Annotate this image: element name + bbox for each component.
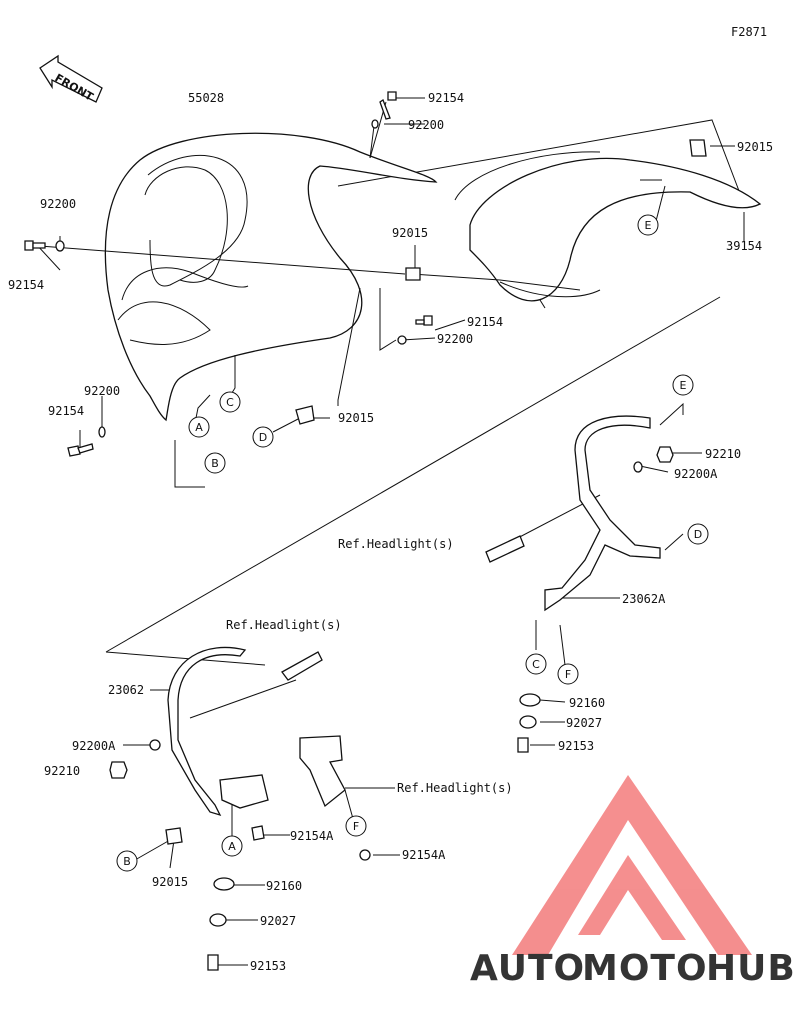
- part-number-label: 92160: [266, 879, 302, 893]
- callout-circle: C: [525, 653, 547, 675]
- part-number-label: 92200: [408, 118, 444, 132]
- callout-circle: E: [672, 374, 694, 396]
- part-number-label: 92154: [48, 404, 84, 418]
- part-labels: 55028 92154 92200 92015 92200 92154 9201…: [8, 91, 773, 973]
- svg-text:A: A: [228, 840, 236, 853]
- svg-text:D: D: [259, 431, 267, 444]
- svg-text:C: C: [532, 658, 540, 671]
- callout-circle: E: [637, 214, 659, 236]
- part-number-label: 92154: [8, 278, 44, 292]
- part-number-label: 92153: [558, 739, 594, 753]
- front-arrow-icon: FRONT: [39, 54, 103, 104]
- ref-headlight-label: Ref.Headlight(s): [397, 781, 513, 795]
- part-number-label: 92015: [338, 411, 374, 425]
- watermark-auto: AUTO: [470, 948, 585, 989]
- part-number-label: 92200A: [674, 467, 718, 481]
- figure-id: F2871: [731, 25, 767, 39]
- svg-text:D: D: [694, 528, 702, 541]
- automotohub-watermark: AUTO MOTO HUB: [470, 775, 796, 989]
- callout-circle: D: [687, 523, 709, 545]
- svg-text:C: C: [226, 396, 234, 409]
- part-number-label: 92200: [40, 197, 76, 211]
- part-number-label: 92200: [437, 332, 473, 346]
- part-number-label: 92154: [428, 91, 464, 105]
- callout-circle: D: [252, 426, 274, 448]
- part-number-label: 92154A: [290, 829, 334, 843]
- svg-text:B: B: [123, 855, 131, 868]
- hardware-parts: [24, 91, 707, 971]
- callout-circle: C: [219, 391, 241, 413]
- visor-39154: [454, 151, 762, 309]
- part-number-label: 23062: [108, 683, 144, 697]
- part-number-label: 92027: [260, 914, 296, 928]
- callout-circle: B: [204, 452, 226, 474]
- part-number-label: 92154: [467, 315, 503, 329]
- ref-headlight-label: Ref.Headlight(s): [226, 618, 342, 632]
- part-number-label: 92015: [392, 226, 428, 240]
- bracket-23062: [167, 646, 346, 817]
- svg-text:E: E: [680, 379, 687, 392]
- part-number-label: 55028: [188, 91, 224, 105]
- part-number-label: 92160: [569, 696, 605, 710]
- watermark-hub: HUB: [706, 948, 796, 989]
- svg-text:F: F: [353, 820, 359, 833]
- callout-circle: B: [116, 850, 138, 872]
- callout-circle: A: [188, 416, 210, 438]
- callout-circle: F: [557, 663, 579, 685]
- part-number-label: 92210: [705, 447, 741, 461]
- svg-text:A: A: [195, 421, 203, 434]
- part-number-label: 39154: [726, 239, 762, 253]
- assembly-plane-lines: [105, 119, 745, 666]
- part-number-label: 92015: [152, 875, 188, 889]
- svg-text:E: E: [645, 219, 652, 232]
- svg-text:F: F: [565, 668, 571, 681]
- part-number-label: 92154A: [402, 848, 446, 862]
- callout-circle: A: [221, 835, 243, 857]
- part-number-label: 92200: [84, 384, 120, 398]
- svg-text:B: B: [211, 457, 219, 470]
- part-number-label: 92210: [44, 764, 80, 778]
- bracket-23062A: [544, 415, 661, 612]
- part-number-label: 92015: [737, 140, 773, 154]
- callouts: A B C D E E D C F B A F: [116, 214, 709, 872]
- part-number-label: 92200A: [72, 739, 116, 753]
- ref-headlight-label: Ref.Headlight(s): [338, 537, 454, 551]
- watermark-logo-icon: [512, 775, 752, 955]
- part-number-label: 92027: [566, 716, 602, 730]
- part-number-label: 23062A: [622, 592, 666, 606]
- watermark-moto: MOTO: [582, 948, 708, 989]
- part-number-label: 92153: [250, 959, 286, 973]
- windshield-55028: [104, 132, 438, 422]
- leader-lines: [35, 97, 745, 966]
- callout-circle: F: [345, 815, 367, 837]
